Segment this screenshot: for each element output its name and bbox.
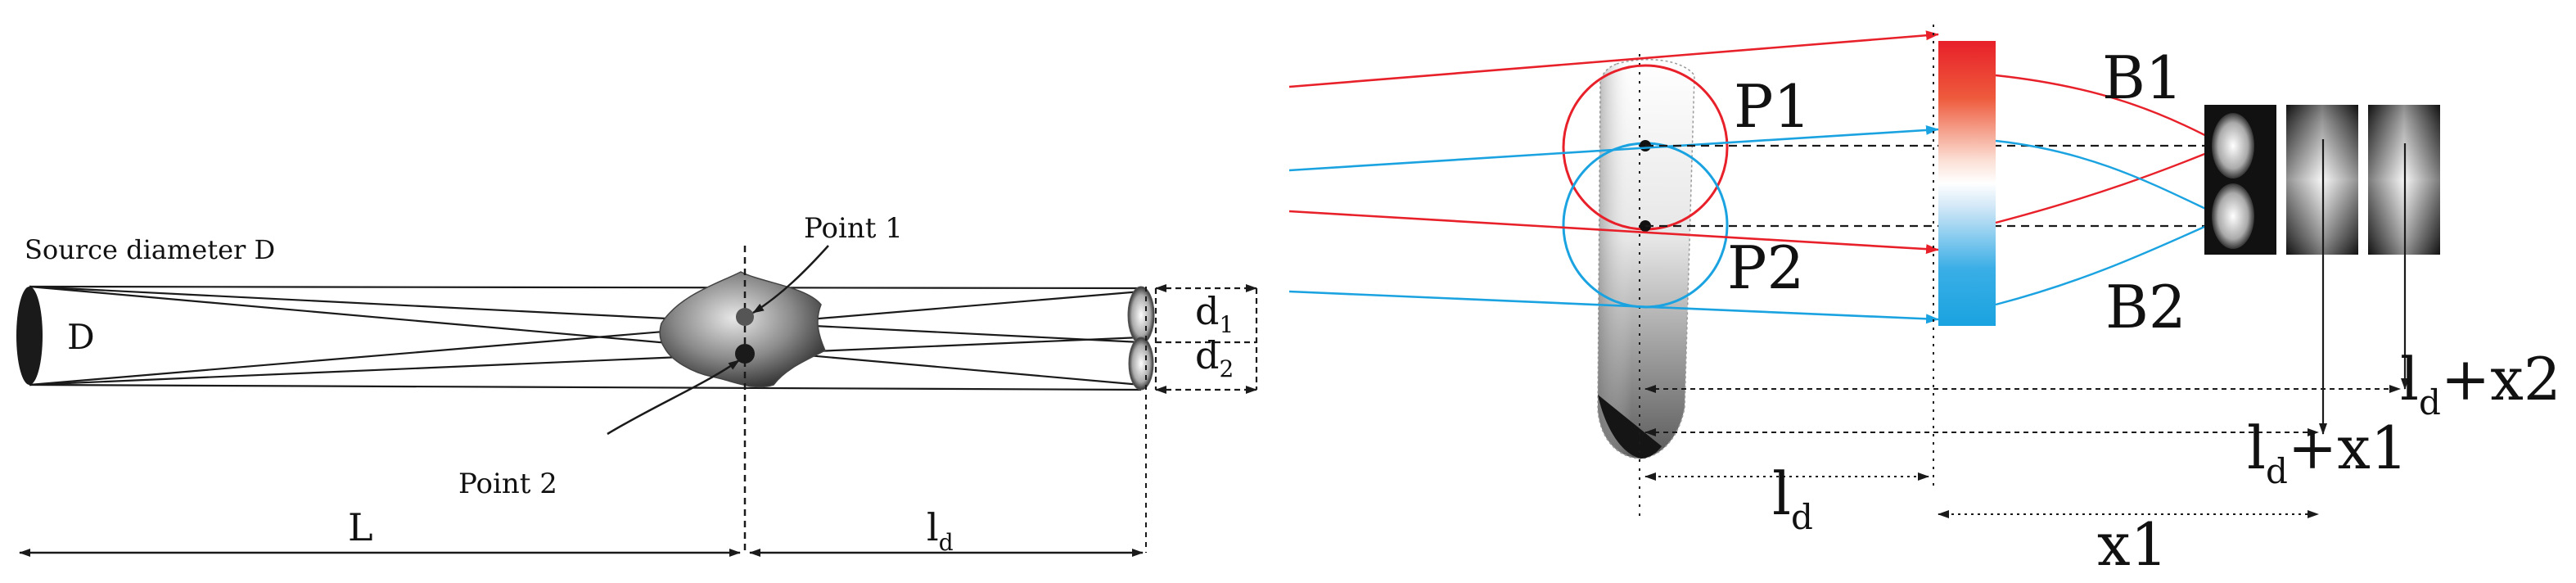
image-spot-2	[1128, 337, 1154, 391]
point-1-label: Point 1	[804, 212, 903, 245]
detector-color-bar	[1938, 41, 1996, 326]
projection-frame-2	[2286, 105, 2358, 255]
d1-label: d1	[1195, 289, 1234, 338]
source-letter: D	[67, 317, 95, 357]
left-panel: D Source diameter D Point 1 Point 2	[16, 212, 1258, 557]
b1-label: B1	[2102, 43, 2183, 112]
sample-rod-shade	[1598, 59, 1694, 459]
point-1-marker	[736, 308, 754, 326]
ldx1-label: ld+x1	[2247, 414, 2408, 491]
d-dimension-markers	[1154, 284, 1258, 394]
sample-rod-tip	[1598, 395, 1662, 459]
image-spot-1	[1127, 286, 1155, 345]
b2-label: B2	[2105, 273, 2186, 341]
point-1-pointer	[752, 245, 829, 314]
sample-object	[659, 271, 826, 388]
ld-label-right: ld	[1772, 459, 1813, 537]
x1-label: x1	[2097, 510, 2168, 579]
point-2-label: Point 2	[458, 468, 557, 500]
incoming-blue-ray-2	[1288, 290, 1939, 324]
p2-label: P2	[1727, 233, 1804, 302]
incoming-blue-ray-1	[1288, 124, 1939, 172]
d2-label: d2	[1195, 333, 1234, 382]
ldx2-label: ld+x2	[2400, 345, 2561, 423]
source-diameter-label: Source diameter D	[25, 234, 275, 265]
source-disk	[16, 287, 43, 385]
right-panel: P1 P2 B1 B2	[1288, 25, 2561, 579]
ld-label-left: ld	[927, 505, 954, 556]
projection-frame-1	[2204, 105, 2276, 255]
p1-label: P1	[1734, 72, 1811, 141]
L-label: L	[348, 505, 373, 549]
point-2-marker	[735, 344, 755, 364]
point-2-pointer	[607, 359, 740, 436]
incoming-red-ray-1	[1288, 30, 1939, 88]
source-rays	[29, 285, 1142, 391]
incoming-red-ray-2	[1288, 210, 1939, 255]
